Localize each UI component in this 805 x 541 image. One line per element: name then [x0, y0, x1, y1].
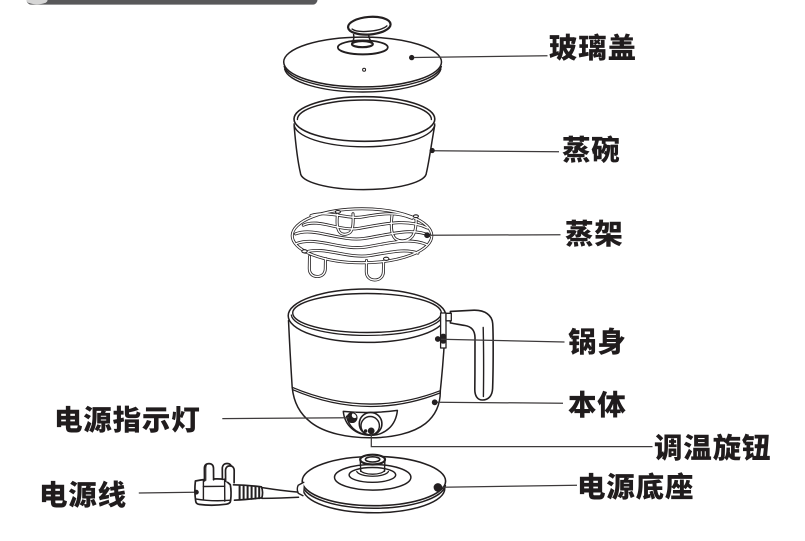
label-main-body: 本体 — [568, 382, 627, 424]
top-bar — [26, 0, 318, 5]
plug-body — [194, 478, 232, 507]
leader-steam-rack — [429, 234, 561, 236]
bowl-rim — [293, 95, 436, 143]
label-steam-rack: 蒸架 — [565, 211, 624, 253]
label-steam-bowl: 蒸碗 — [562, 127, 621, 169]
lid-steam-vent — [362, 67, 367, 72]
pot-wall-left — [287, 319, 293, 389]
top-bar-fragment — [26, 0, 318, 5]
control-panel — [342, 409, 399, 436]
leader-main-body — [437, 401, 564, 404]
steam-bowl — [293, 95, 436, 191]
label-power-base: 电源底座 — [577, 464, 695, 506]
label-pot-body: 锅身 — [568, 319, 627, 361]
leader-glass-lid — [414, 55, 548, 59]
rack-leg-mounts — [301, 209, 419, 261]
lid-dome — [282, 36, 443, 88]
pot-body — [287, 288, 494, 439]
lid-knob — [346, 15, 392, 36]
handle-bracket — [439, 312, 452, 349]
dot-power-cord — [194, 489, 199, 495]
leader-pot-body — [440, 338, 565, 343]
leader-temp-knob — [370, 433, 653, 448]
leader-power-indicator — [222, 417, 350, 420]
leader-steam-bowl — [434, 150, 560, 153]
plug-prong-left — [203, 462, 215, 482]
pot-rim — [287, 288, 447, 344]
dot-glass-lid — [409, 54, 415, 61]
top-bar-cap — [26, 0, 48, 5]
label-power-indicator: 电源指示灯 — [54, 397, 201, 439]
rack-wires — [290, 207, 434, 282]
glass-lid — [282, 15, 443, 93]
dot-pot-body — [434, 336, 441, 342]
power-base — [296, 453, 447, 514]
dot-steam-bowl — [429, 147, 435, 154]
dot-steam-rack — [424, 232, 430, 239]
power-plug — [194, 462, 300, 507]
pot-base-shell — [291, 386, 442, 439]
pot-handle — [449, 309, 494, 401]
lid-knob-stem-base — [350, 39, 374, 49]
dot-power-base — [433, 483, 443, 492]
rack-wires-highlight — [291, 208, 433, 281]
label-power-cord: 电源线 — [39, 472, 127, 514]
steam-rack — [290, 207, 434, 282]
pot-joint-band — [291, 386, 441, 405]
leader-power-cord — [138, 491, 195, 494]
dot-temp-knob — [367, 427, 375, 435]
label-glass-lid: 玻璃盖 — [549, 25, 637, 67]
plug-prong-right — [221, 462, 236, 484]
dot-main-body — [431, 399, 438, 406]
leader-power-base — [441, 484, 578, 488]
base-connector — [356, 453, 390, 477]
base-cord-notch — [296, 481, 305, 497]
label-temp-knob: 调温旋钮 — [654, 425, 772, 467]
plug-strain-relief — [232, 483, 264, 502]
